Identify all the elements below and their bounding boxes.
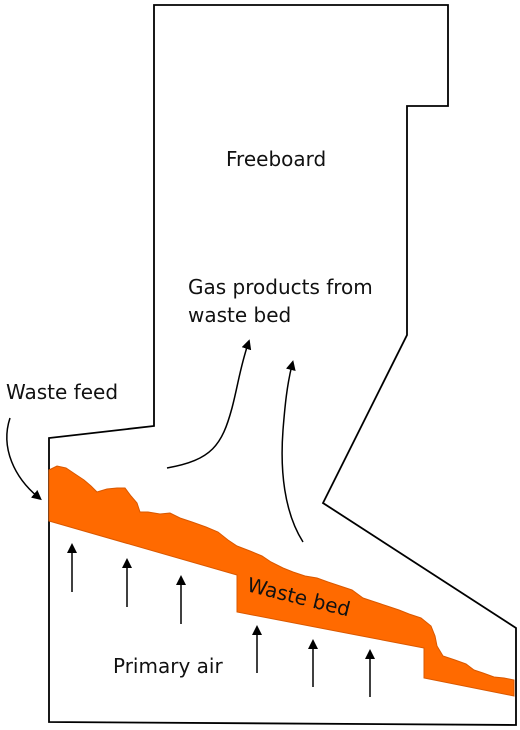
gas-arrow-left <box>166 339 252 469</box>
primary-air-arrows <box>67 543 375 697</box>
waste-feed-arrow <box>6 417 42 501</box>
gas-arrow-right <box>281 360 304 543</box>
label-gas-products-line2: waste bed <box>188 303 291 327</box>
label-waste-feed: Waste feed <box>6 380 118 404</box>
waste-bed <box>48 465 515 697</box>
label-gas-products-line1: Gas products from <box>188 275 373 299</box>
label-freeboard: Freeboard <box>226 147 326 171</box>
label-primary-air: Primary air <box>113 654 223 678</box>
